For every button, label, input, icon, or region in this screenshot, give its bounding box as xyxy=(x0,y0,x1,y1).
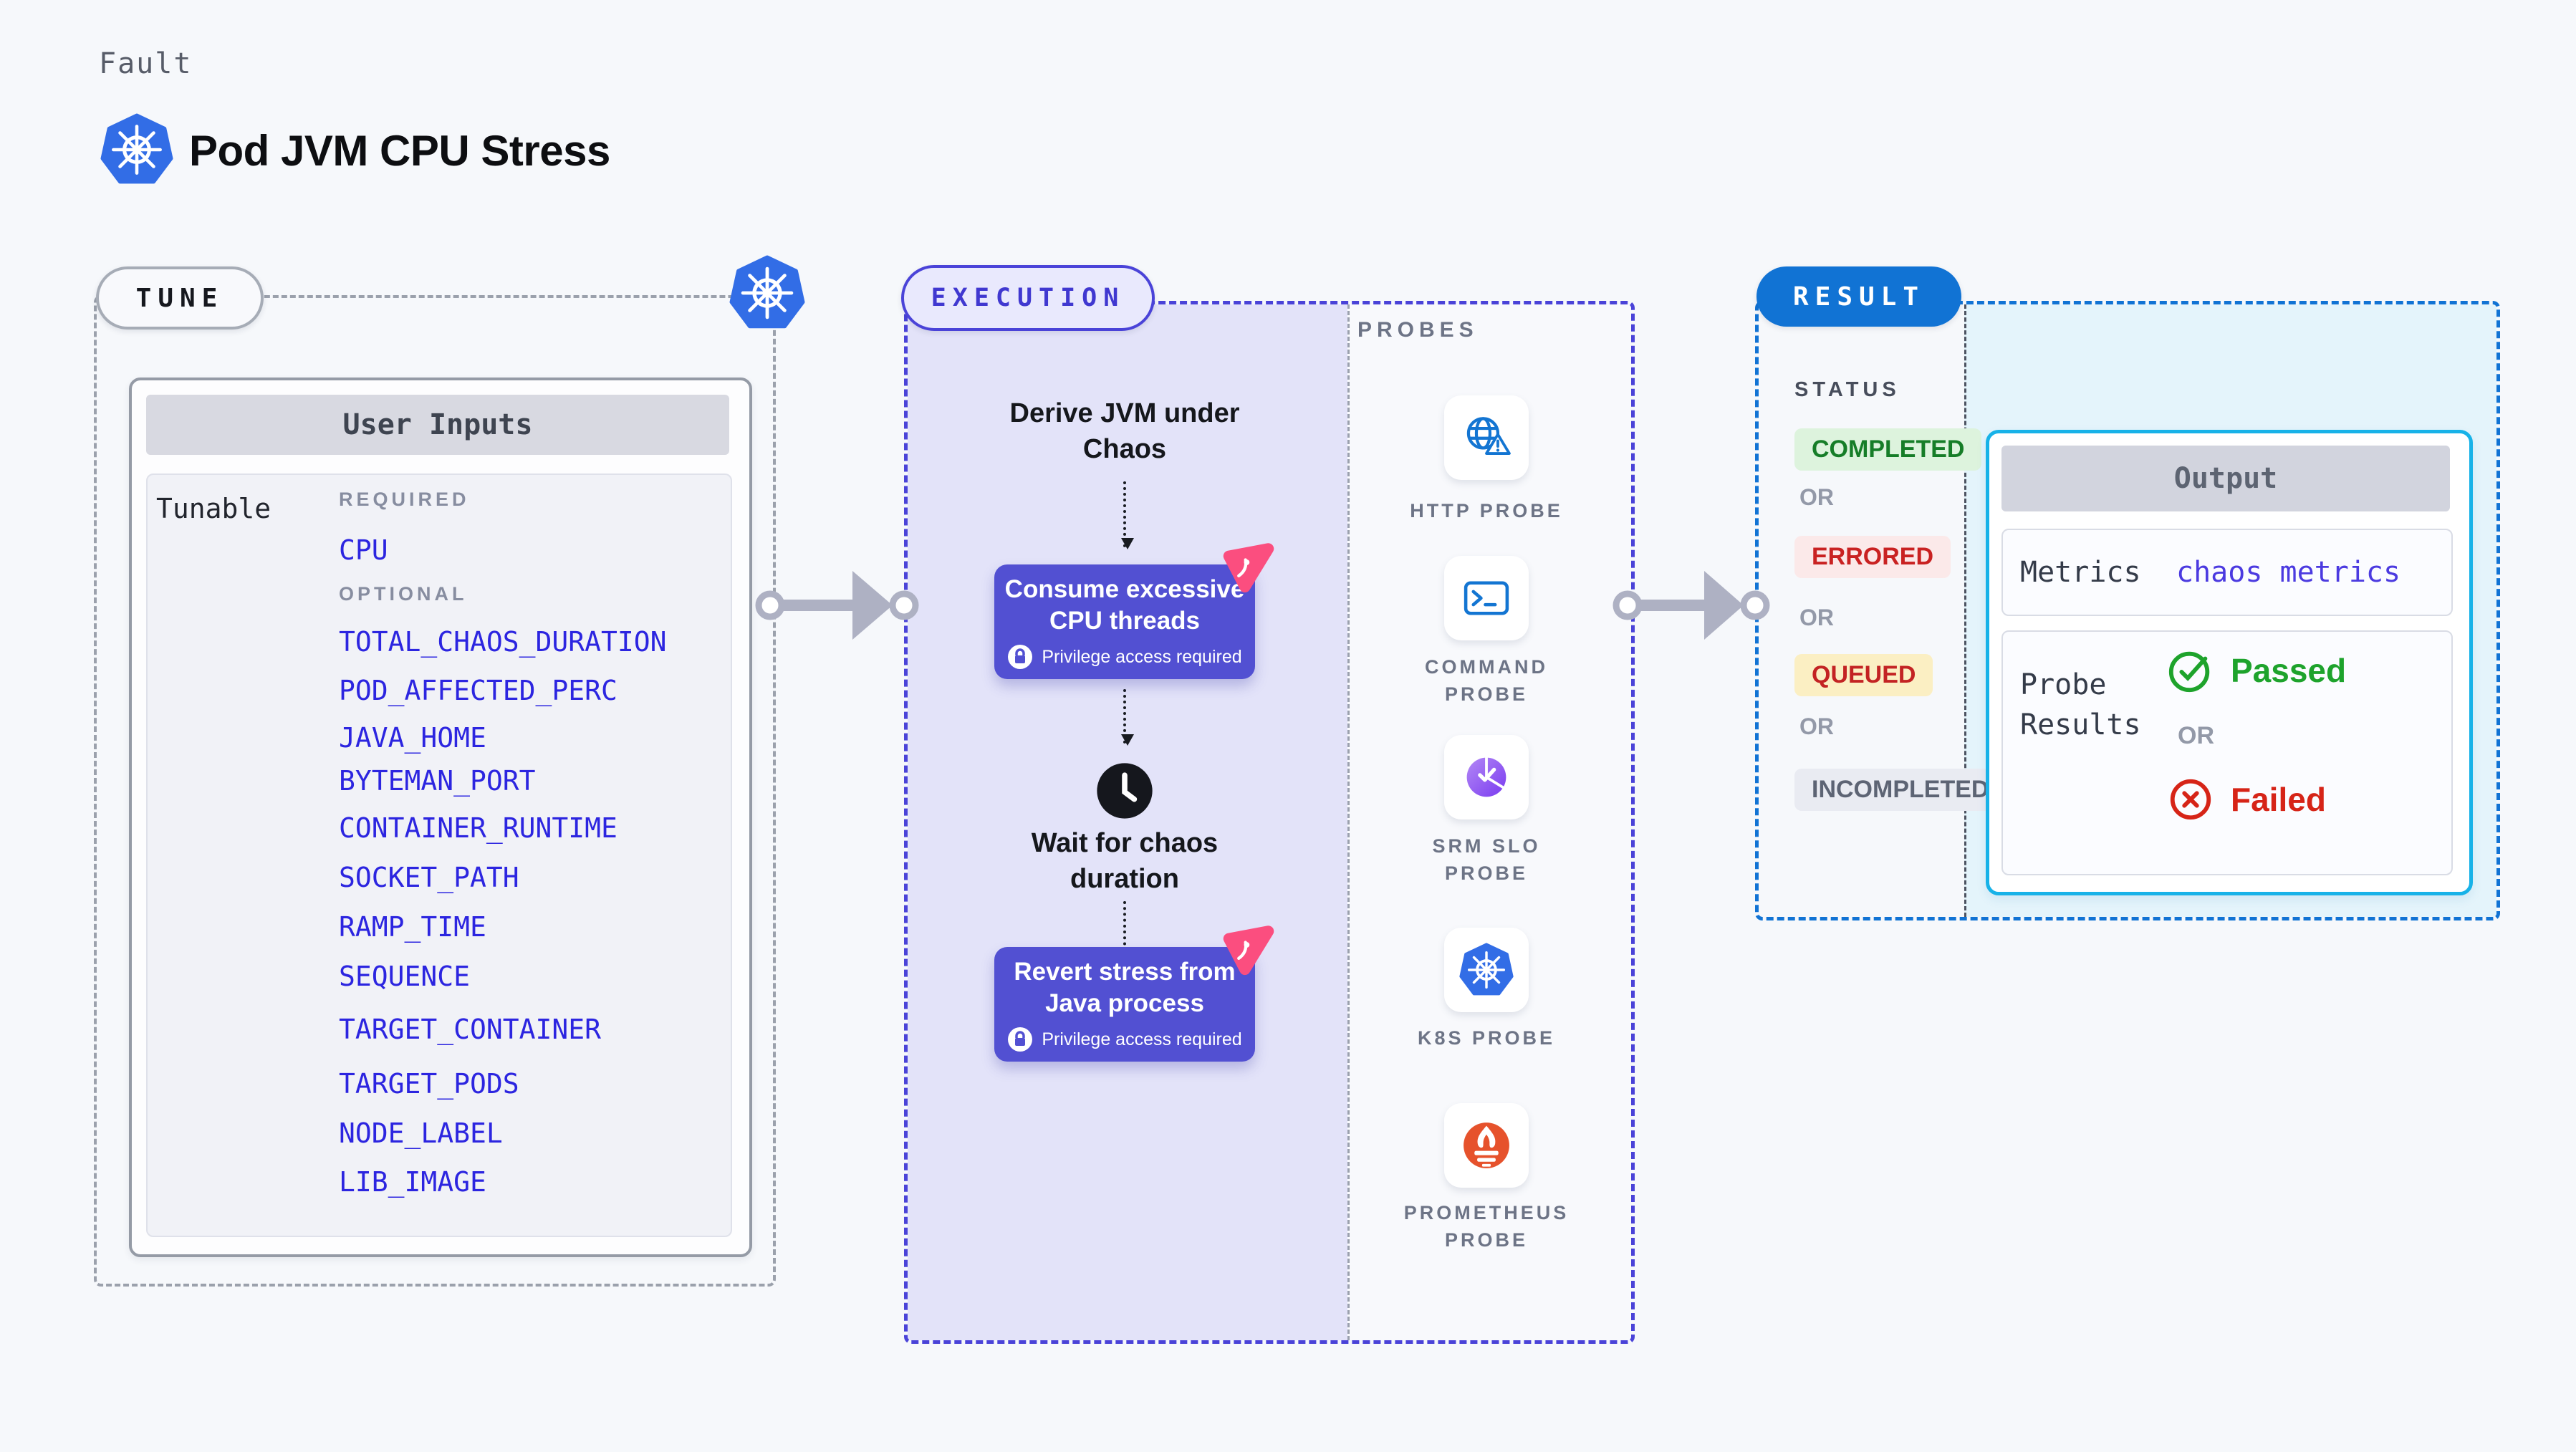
srm-slo-probe-label: SRM SLO PROBE xyxy=(1432,835,1541,884)
step-consume-label: Consume excessive CPU threads xyxy=(1004,575,1245,635)
param-cpu: CPU xyxy=(339,534,388,566)
param-pod-affected-perc: POD_AFFECTED_PERC xyxy=(339,675,617,706)
execution-to-result-arrow-icon xyxy=(1610,562,1774,648)
lock-icon xyxy=(1008,1027,1033,1052)
k8s-probe-label: K8S PROBE xyxy=(1417,1027,1556,1049)
metrics-label: Metrics xyxy=(2020,556,2141,589)
globe-alert-icon xyxy=(1466,417,1511,455)
fault-kicker: Fault xyxy=(99,47,193,80)
check-circle-icon xyxy=(2168,651,2210,693)
down-arrow-icon xyxy=(1121,689,1134,746)
privilege-note: Privilege access required xyxy=(1042,646,1242,667)
metrics-row xyxy=(2001,529,2453,616)
or-separator: OR xyxy=(1799,713,1834,739)
clock-icon xyxy=(1095,761,1155,821)
lock-icon xyxy=(1008,645,1033,669)
failed-result: Failed xyxy=(2166,775,2326,824)
param-target-pods: TARGET_PODS xyxy=(339,1068,519,1100)
status-badge-completed: COMPLETED xyxy=(1794,428,1982,471)
tune-to-execution-arrow-icon xyxy=(752,562,924,648)
command-probe-label: COMMAND PROBE xyxy=(1425,656,1548,705)
step-consume-node: Consume excessive CPU threads Privilege … xyxy=(994,564,1255,679)
user-inputs-list-panel xyxy=(146,473,732,1237)
status-section-label: STATUS xyxy=(1794,378,1900,401)
param-socket-path: SOCKET_PATH xyxy=(339,862,519,893)
output-card-title: Output xyxy=(2001,446,2450,511)
probe-results-label: Probe Results xyxy=(2020,668,2141,741)
or-separator: OR xyxy=(1799,605,1834,630)
step-revert-label: Revert stress from Java process xyxy=(1014,958,1236,1017)
tune-section-box xyxy=(94,295,776,1287)
srm-slo-probe-card xyxy=(1444,735,1529,819)
passed-result: Passed xyxy=(2166,646,2346,695)
param-ramp-time: RAMP_TIME xyxy=(339,911,486,943)
prometheus-probe-card xyxy=(1444,1103,1529,1188)
required-group-label: REQUIRED xyxy=(339,489,470,510)
passed-label: Passed xyxy=(2231,652,2347,689)
kubernetes-icon xyxy=(729,255,805,331)
prometheus-icon xyxy=(1464,1122,1509,1168)
kubernetes-icon xyxy=(100,113,173,186)
status-badge-errored: ERRORED xyxy=(1794,536,1951,578)
or-separator: OR xyxy=(2178,722,2214,749)
param-byteman-port: BYTEMAN_PORT xyxy=(339,765,536,797)
optional-group-label: OPTIONAL xyxy=(339,583,468,605)
prometheus-probe-label: PROMETHEUS PROBE xyxy=(1403,1202,1570,1251)
status-badge-incompleted: INCOMPLETED xyxy=(1794,769,2007,811)
down-arrow-icon xyxy=(1121,481,1134,549)
user-inputs-title: User Inputs xyxy=(146,395,729,455)
metrics-value: chaos metrics xyxy=(2176,556,2401,589)
param-sequence: SEQUENCE xyxy=(339,961,471,992)
slo-gauge-icon xyxy=(1466,756,1506,797)
probes-section-label: PROBES xyxy=(1357,318,1479,342)
page-title: Pod JVM CPU Stress xyxy=(189,127,610,175)
kubernetes-icon xyxy=(1459,943,1514,996)
execution-badge: EXECUTION xyxy=(901,265,1155,331)
command-probe-card xyxy=(1444,556,1529,640)
litmus-chaos-icon xyxy=(1218,923,1279,984)
execution-flow-area xyxy=(908,304,1347,1340)
or-separator: OR xyxy=(1799,484,1834,510)
param-total-chaos-duration: TOTAL_CHAOS_DURATION xyxy=(339,626,667,658)
privilege-note: Privilege access required xyxy=(1042,1029,1242,1049)
result-badge: RESULT xyxy=(1756,266,1961,327)
param-lib-image: LIB_IMAGE xyxy=(339,1166,486,1198)
tune-badge: TUNE xyxy=(96,266,264,330)
step-derive-label: Derive JVM under Chaos xyxy=(1009,398,1240,464)
probe-results-row xyxy=(2001,630,2453,875)
http-probe-card xyxy=(1444,395,1529,480)
param-node-label: NODE_LABEL xyxy=(339,1117,503,1149)
litmus-chaos-icon xyxy=(1218,540,1279,602)
http-probe-label: HTTP PROBE xyxy=(1410,500,1563,521)
step-wait-label: Wait for chaos duration xyxy=(1031,828,1219,894)
param-target-container: TARGET_CONTAINER xyxy=(339,1014,602,1045)
x-circle-icon xyxy=(2170,779,2211,820)
k8s-probe-card xyxy=(1444,928,1529,1012)
terminal-icon xyxy=(1464,581,1509,615)
failed-label: Failed xyxy=(2231,781,2326,818)
param-java-home: JAVA_HOME xyxy=(339,722,486,754)
step-revert-node: Revert stress from Java process Privileg… xyxy=(994,947,1255,1062)
status-badge-queued: QUEUED xyxy=(1794,654,1933,696)
tunable-row-label: Tunable xyxy=(156,493,271,524)
param-container-runtime: CONTAINER_RUNTIME xyxy=(339,812,617,844)
